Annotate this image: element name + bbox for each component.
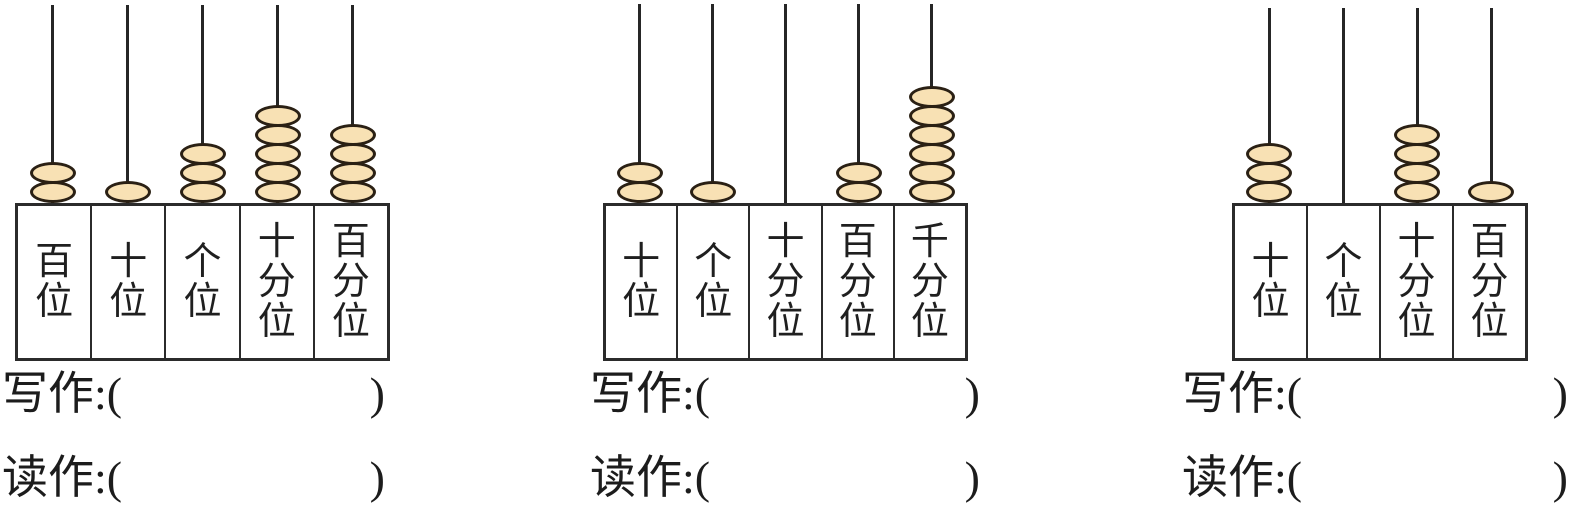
bead-stack [835, 162, 882, 203]
bead [104, 181, 151, 203]
read-as-label: 读作:( [590, 452, 711, 503]
place-label: 千分位 [910, 220, 949, 344]
bead-stack [689, 181, 736, 203]
abacus-rod [1341, 8, 1345, 203]
write-as-label: 写作:( [1182, 368, 1303, 419]
abacus-rod [1489, 8, 1493, 203]
place-label-cell: 十分位 [241, 206, 315, 358]
place-label-cell: 十位 [606, 206, 679, 358]
place-label: 十位 [109, 240, 148, 323]
write-as-row: 写作:( ) [1182, 368, 1568, 421]
place-label: 百位 [35, 240, 74, 323]
place-label: 百分位 [1470, 220, 1509, 344]
place-label-cell: 个位 [678, 206, 751, 358]
abacus-rod [638, 4, 641, 203]
bead-stack [908, 86, 955, 203]
place-label: 十位 [1251, 240, 1290, 323]
abacus-rod [351, 5, 354, 203]
abacus-1: 百位十位个位十分位百分位 [15, 0, 390, 512]
read-as-label: 读作:( [1182, 452, 1303, 503]
bead [179, 181, 226, 203]
abacus-rod [51, 5, 54, 203]
close-paren: ) [1552, 368, 1568, 419]
place-label: 十分位 [1397, 220, 1436, 344]
close-paren: ) [1552, 452, 1568, 503]
bead [254, 181, 301, 203]
place-label: 百分位 [331, 220, 370, 344]
place-label-cell: 千分位 [895, 206, 965, 358]
write-as-label: 写作:( [590, 368, 711, 419]
place-label-cell: 十分位 [750, 206, 823, 358]
write-as-label: 写作:( [2, 368, 123, 419]
bead [835, 181, 882, 203]
close-paren: ) [369, 452, 385, 503]
bead-stack [104, 181, 151, 203]
answer-prompts-1: 写作:( ) 读作:( ) [2, 0, 385, 512]
read-as-label: 读作:( [2, 452, 123, 503]
place-label-cell: 十分位 [1381, 206, 1454, 358]
abacus-rod [711, 4, 714, 203]
place-label-cell: 百分位 [315, 206, 387, 358]
bead-stack [179, 143, 226, 203]
read-as-row: 读作:( ) [2, 452, 385, 505]
place-label-cell: 个位 [166, 206, 241, 358]
place-label: 十分位 [257, 220, 296, 344]
bead-stack [1468, 181, 1514, 203]
place-label: 十分位 [766, 220, 805, 344]
abacus-3: 十位个位十分位百分位 [1232, 0, 1528, 512]
bead-stack [1246, 143, 1292, 203]
abacus-rod [126, 5, 129, 203]
place-label-cell: 十位 [92, 206, 167, 358]
place-label: 十位 [622, 240, 661, 323]
close-paren: ) [964, 368, 980, 419]
close-paren: ) [369, 368, 385, 419]
bead-stack [254, 105, 301, 203]
bead [1394, 181, 1440, 203]
bead [329, 181, 376, 203]
answer-prompts-3: 写作:( ) 读作:( ) [1182, 0, 1568, 512]
bead [689, 181, 736, 203]
bead [1468, 181, 1514, 203]
bead-stack [329, 124, 376, 203]
bead [29, 181, 76, 203]
place-label-cell: 百分位 [823, 206, 895, 358]
close-paren: ) [964, 452, 980, 503]
abacus-rod [784, 4, 787, 203]
bead [1246, 181, 1292, 203]
place-label-cell: 个位 [1308, 206, 1381, 358]
bead-stack [616, 162, 663, 203]
place-label-cell: 十位 [1235, 206, 1308, 358]
bead [908, 181, 955, 203]
read-as-row: 读作:( ) [590, 452, 980, 505]
abacus-rod [1415, 8, 1419, 203]
abacus-rod [857, 4, 860, 203]
answer-prompts-2: 写作:( ) 读作:( ) [590, 0, 980, 512]
abacus-1-frame: 百位十位个位十分位百分位 [15, 203, 390, 361]
read-as-row: 读作:( ) [1182, 452, 1568, 505]
write-as-row: 写作:( ) [590, 368, 980, 421]
abacus-rod [201, 5, 204, 203]
place-label-cell: 百分位 [1454, 206, 1525, 358]
place-label: 个位 [183, 240, 222, 323]
write-as-row: 写作:( ) [2, 368, 385, 421]
abacus-2: 十位个位十分位百分位千分位 [603, 0, 968, 512]
bead [616, 181, 663, 203]
abacus-rod [1267, 8, 1271, 203]
place-label: 个位 [1324, 240, 1363, 323]
abacus-2-frame: 十位个位十分位百分位千分位 [603, 203, 968, 361]
bead-stack [29, 162, 76, 203]
place-label-cell: 百位 [18, 206, 93, 358]
place-label: 百分位 [838, 220, 877, 344]
bead-stack [1394, 124, 1440, 203]
abacus-rod [276, 5, 279, 203]
place-label: 个位 [694, 240, 733, 323]
abacus-3-frame: 十位个位十分位百分位 [1232, 203, 1528, 361]
